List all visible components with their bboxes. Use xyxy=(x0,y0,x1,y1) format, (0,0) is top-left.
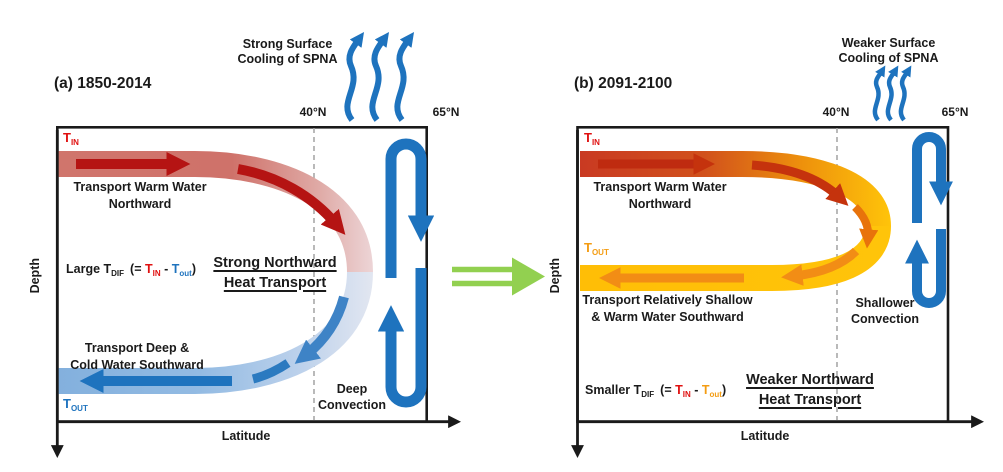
panel-a-warm-transport-label: Transport Warm Water Northward xyxy=(73,180,207,211)
panel-a-convection-label: Deep Convection xyxy=(317,382,387,412)
panel-b-convection-label: Shallower Convection xyxy=(850,296,920,326)
panel-a-title: (a) 1850-2014 xyxy=(54,75,152,92)
shallow-convection-loop-lower-icon xyxy=(904,229,946,308)
panel-a-equation: Large TDIF(= TIN - Tout) xyxy=(66,262,196,278)
panel-b-xlabel: Latitude xyxy=(740,429,790,443)
panel-b-ylabel: Depth xyxy=(548,258,562,294)
deep-convection-loop-upper-icon xyxy=(385,138,435,278)
weak-cooling-arrows-icon xyxy=(872,65,912,122)
panel-a-t-out-label: TOUT xyxy=(63,396,88,413)
panel-b-equation: Smaller TDIF(= TIN - Tout) xyxy=(585,383,727,399)
cold-flow-dash xyxy=(251,359,291,384)
deep-convection-loop-lower-icon xyxy=(377,268,427,408)
warm-current-band xyxy=(57,151,373,273)
panel-b-warm-transport-label: Transport Warm Water Northward xyxy=(593,180,727,211)
panel-a-diagram xyxy=(50,31,462,459)
panel-b-diagram xyxy=(571,65,985,459)
bend-apex-arrow-b-icon xyxy=(852,204,879,249)
panel-b-t-in-label: TIN xyxy=(584,130,600,147)
panel-b-tick-40n: 40°N xyxy=(822,105,850,119)
panel-a-cold-transport-label: Transport Deep & Cold Water Southward xyxy=(70,341,204,372)
strong-cooling-arrows-icon xyxy=(344,31,415,122)
panel-a-tick-65n: 65°N xyxy=(432,105,460,119)
panel-b-tick-65n: 65°N xyxy=(941,105,969,119)
shallow-convection-loop-upper-icon xyxy=(912,132,954,223)
panel-a-cooling-label: Strong Surface Cooling of SPNA xyxy=(237,37,338,66)
panel-a-t-in-label: TIN xyxy=(63,130,79,147)
warm-bend-arrow-icon xyxy=(237,164,346,235)
panel-b-headline: Weaker Northward Heat Transport xyxy=(746,372,874,408)
panel-a-xlabel: Latitude xyxy=(221,429,271,443)
transition-arrow-icon xyxy=(452,257,545,296)
panel-b-t-out-label: TOUT xyxy=(584,240,609,257)
panel-a-tick-40n: 40°N xyxy=(299,105,327,119)
panel-b-title: (b) 2091-2100 xyxy=(574,75,673,92)
panel-b-return-transport-label: Transport Relatively Shallow & Warm Wate… xyxy=(582,293,753,324)
panel-b-cooling-label: Weaker Surface Cooling of SPNA xyxy=(838,36,939,65)
warm-bend-arrow-b-icon xyxy=(751,160,849,206)
panel-a-ylabel: Depth xyxy=(28,258,42,294)
return-bend-arrow-b-icon xyxy=(781,247,860,286)
panel-a-headline: Strong Northward Heat Transport xyxy=(213,255,337,291)
cold-bend-arrow-icon xyxy=(294,295,349,364)
